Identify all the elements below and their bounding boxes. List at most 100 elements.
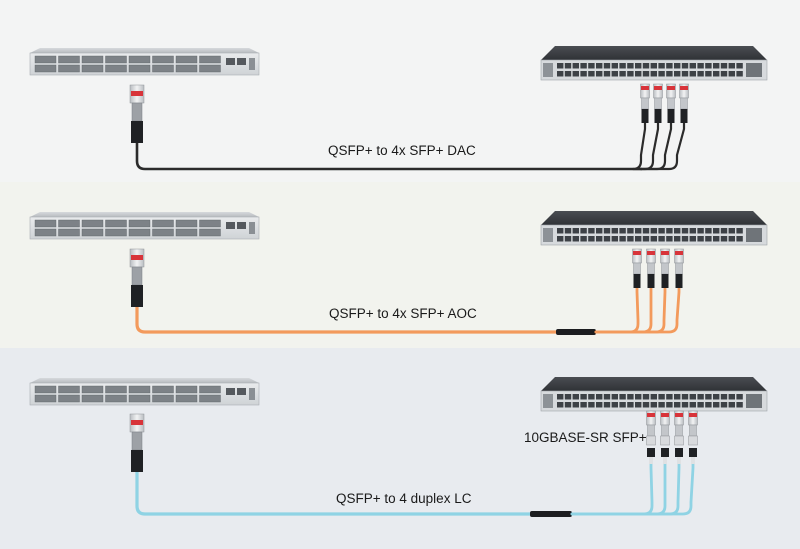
sfp-plus-switch-lc <box>540 377 768 412</box>
sfp-plus-port <box>580 228 587 234</box>
qsfp-port <box>152 385 174 394</box>
sfp-plus-port <box>713 402 720 408</box>
cable-leg-dac <box>631 121 647 171</box>
sfp-transceiver-lc <box>646 410 656 464</box>
sfp-plus-port <box>596 228 603 234</box>
sfp-plus-port <box>564 236 572 242</box>
uplink-ports <box>746 394 762 408</box>
sfp-plus-port <box>689 402 696 408</box>
sfp-plus-port <box>596 402 603 408</box>
sfp-plus-port <box>642 228 650 234</box>
qsfp-port <box>175 64 198 73</box>
sfp-plus-port <box>658 228 665 234</box>
sfp-plus-port <box>689 394 696 400</box>
sfp-module-body <box>661 424 669 437</box>
sfp-plus-port <box>728 394 735 400</box>
qsfp-port <box>81 394 104 403</box>
transceiver-pull-tab <box>661 413 669 417</box>
sfp-plus-port <box>666 402 673 408</box>
sfp-cable-boot <box>633 274 641 288</box>
sfp-plus-port <box>557 236 564 242</box>
sfp-cable-boot <box>661 274 669 288</box>
qsfp-port <box>81 228 104 237</box>
qsfp-port <box>128 385 151 394</box>
sfp-plus-port <box>728 71 735 77</box>
cable-label-aoc: QSFP+ to 4x SFP+ AOC <box>329 306 477 321</box>
transceiver-pull-tab <box>675 413 683 417</box>
sfp-transceiver-dac <box>679 83 689 123</box>
sfp-plus-port <box>705 71 712 77</box>
cable-leg-dac <box>639 121 686 171</box>
switch-top-panel <box>541 211 767 225</box>
sfp-transceiver-aoc <box>646 248 656 288</box>
sfp-plus-port <box>635 71 642 77</box>
sfp-plus-port <box>658 402 665 408</box>
sfp-transceiver-dac <box>640 83 650 123</box>
sfp-plus-port <box>557 63 564 69</box>
qsfp-port <box>152 64 174 73</box>
qsfp-port <box>199 394 221 403</box>
transceiver-pull-tab <box>641 86 649 90</box>
cable-leg-lc <box>570 462 695 516</box>
sfp-plus-port <box>713 71 720 77</box>
sfp-transceiver-lc <box>660 410 670 464</box>
lc-connector-boot <box>677 457 681 464</box>
sfp-plus-port <box>572 63 579 69</box>
sfp-plus-port <box>658 63 665 69</box>
sfp-plus-port <box>580 402 587 408</box>
sfp-plus-switch-dac <box>540 46 768 81</box>
qsfp-module-body <box>131 266 143 286</box>
sfp-plus-port <box>674 71 681 77</box>
sfp-plus-port <box>666 71 673 77</box>
sfp-plus-port <box>728 63 735 69</box>
sfp-plus-port <box>596 236 603 242</box>
sfp-plus-switch-aoc <box>540 211 768 246</box>
sfp-plus-port <box>603 71 611 77</box>
sfp-module-body <box>661 262 669 275</box>
sfp-plus-port <box>642 236 650 242</box>
qsfp-port <box>152 219 174 228</box>
cable-leg-aoc <box>594 286 640 334</box>
qsfp-transceiver-aoc <box>129 248 145 307</box>
console-port <box>237 222 246 229</box>
sfp-plus-port <box>619 394 626 400</box>
sfp-plus-port <box>580 394 587 400</box>
lc-connector-boot <box>691 457 695 464</box>
sfp-plus-port <box>564 71 572 77</box>
sfp-plus-port <box>650 63 657 69</box>
sfp-plus-port <box>666 394 673 400</box>
console-port <box>237 58 246 65</box>
qsfp-port <box>34 394 57 403</box>
sfp-plus-port <box>681 236 689 242</box>
sfp-plus-port <box>588 228 595 234</box>
sfp-plus-port <box>674 394 681 400</box>
sfp-plus-port <box>658 71 665 77</box>
qsfp-port <box>58 394 80 403</box>
sfp-plus-port <box>720 71 728 77</box>
switch-ear <box>249 388 255 400</box>
sfp-plus-port <box>603 402 611 408</box>
sfp-plus-port <box>635 402 642 408</box>
sfp-module-body <box>647 424 655 437</box>
qsfp-port <box>81 385 104 394</box>
sfp-plus-port <box>635 228 642 234</box>
sfp-plus-port <box>705 236 712 242</box>
uplink-ports <box>746 228 762 242</box>
switch-top-panel <box>30 48 259 53</box>
switch-ear <box>543 228 553 242</box>
sfp-module-body <box>680 97 688 110</box>
qsfp-port <box>81 219 104 228</box>
sfp-plus-port <box>650 228 657 234</box>
sfp-plus-port <box>619 236 626 242</box>
sfp-plus-port <box>681 63 689 69</box>
switch-ear <box>543 394 553 408</box>
uplink-ports <box>746 63 762 77</box>
sfp-plus-port <box>728 402 735 408</box>
management-port <box>226 388 235 395</box>
switch-ear <box>249 58 255 70</box>
qsfp-port <box>81 64 104 73</box>
switch-top-panel <box>30 378 259 383</box>
sfp-plus-port <box>564 394 572 400</box>
sfp-plus-port <box>697 402 704 408</box>
